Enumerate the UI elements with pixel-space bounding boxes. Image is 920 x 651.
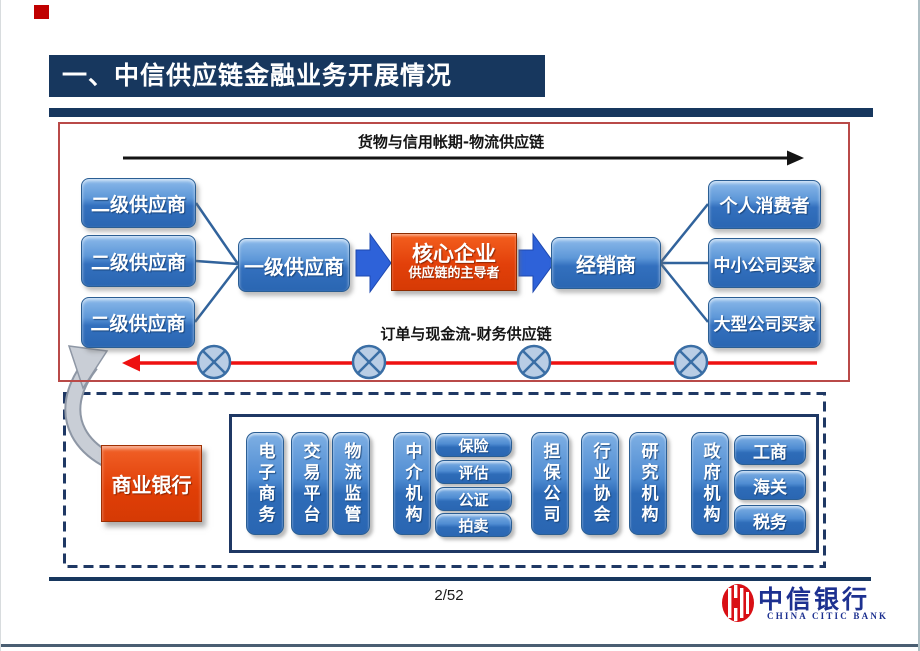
dealer-box: 经销商	[551, 237, 661, 289]
tier2-supplier-box: 二级供应商	[81, 297, 195, 348]
pill-government: 政府机构	[691, 432, 729, 535]
tier2-supplier-box: 二级供应商	[81, 235, 196, 287]
pill-auction: 拍卖	[435, 513, 512, 537]
title-underline	[49, 108, 873, 117]
pill-appraisal: 评估	[435, 460, 512, 484]
buyer-box-consumer: 个人消费者	[708, 180, 821, 229]
page-number: 2/52	[434, 587, 464, 604]
pill-guarantee-company: 担保公司	[531, 432, 569, 535]
pill-taxation: 税务	[734, 505, 806, 535]
tier2-supplier-box: 二级供应商	[81, 178, 196, 228]
accent-square	[34, 5, 49, 19]
bottom-edge-line	[1, 644, 918, 647]
core-enterprise-title: 核心企业	[412, 242, 496, 266]
pill-intermediary: 中介机构	[393, 432, 431, 535]
pill-insurance: 保险	[435, 433, 512, 457]
citic-logo-emblem-icon	[722, 584, 754, 622]
pill-customs: 海关	[734, 470, 806, 500]
core-enterprise-subtitle: 供应链的主导者	[408, 266, 500, 281]
pill-research-institution: 研究机构	[629, 432, 667, 535]
core-enterprise-box: 核心企业 供应链的主导者	[391, 233, 517, 291]
pill-industry-association: 行业协会	[581, 432, 619, 535]
finance-flow-label: 订单与现金流-财务供应链	[380, 325, 552, 343]
footer-rule	[49, 577, 871, 581]
pill-trading-platform: 交易平台	[291, 432, 329, 535]
commercial-bank-box: 商业银行	[101, 445, 202, 522]
buyer-box-sme: 中小公司买家	[708, 238, 821, 288]
title-bar: 一、中信供应链金融业务开展情况	[49, 55, 545, 97]
pill-industry-commerce: 工商	[734, 435, 806, 465]
supply-chain-frame	[58, 122, 850, 382]
pill-logistics-supervision: 物流监管	[332, 432, 370, 535]
logo-text-cn: 中信银行	[758, 585, 871, 614]
citic-bank-logo: 中信银行 CHINA CITIC BANK	[721, 582, 886, 624]
logistics-flow-label: 货物与信用帐期-物流供应链	[357, 133, 545, 151]
page-title: 一、中信供应链金融业务开展情况	[62, 61, 453, 90]
pill-notary: 公证	[435, 487, 512, 511]
logo-text-en: CHINA CITIC BANK	[767, 611, 889, 621]
buyer-box-large: 大型公司买家	[708, 297, 821, 348]
pill-ecommerce: 电子商务	[246, 432, 284, 535]
tier1-supplier-box: 一级供应商	[238, 238, 350, 292]
